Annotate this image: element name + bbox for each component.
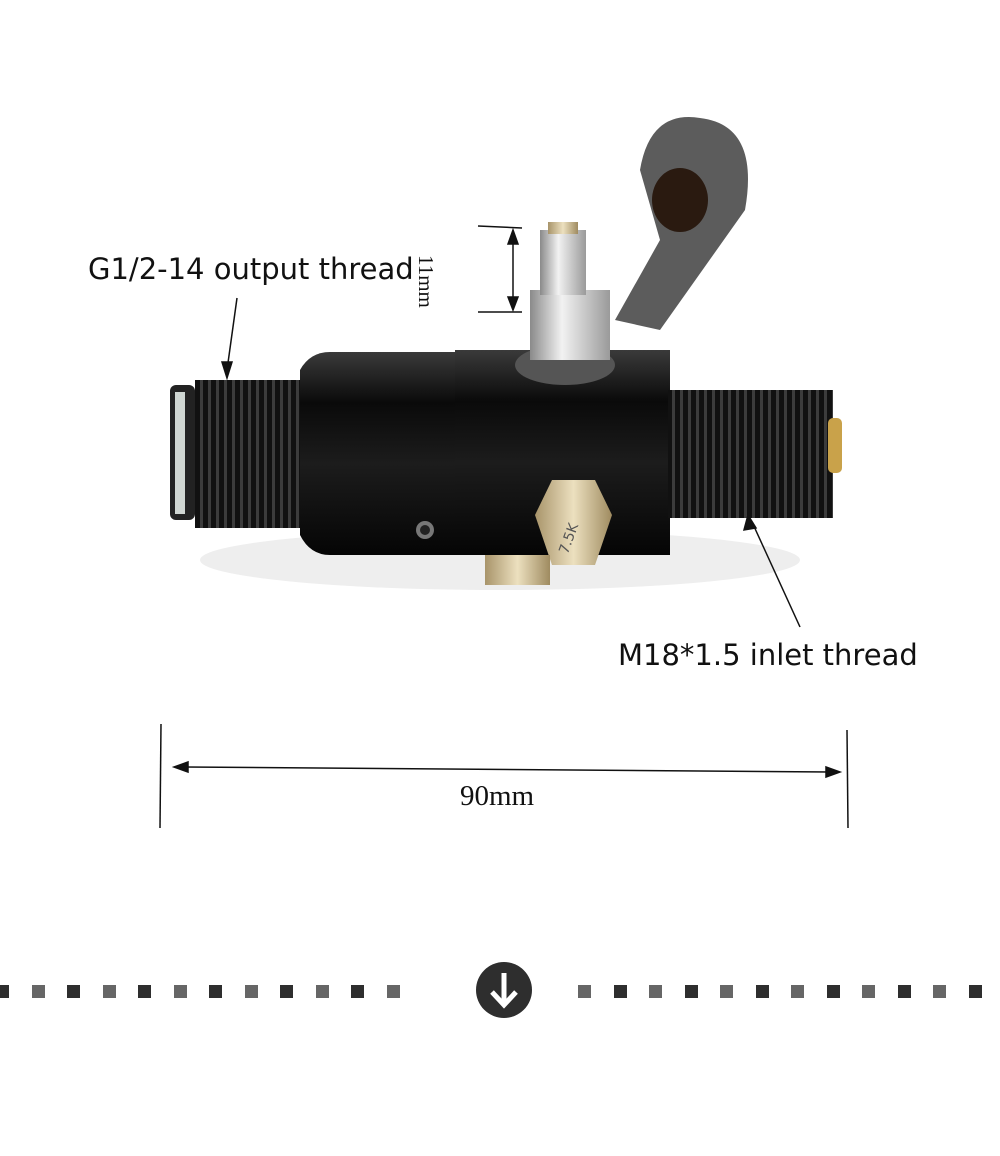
divider-dash	[613, 985, 627, 998]
divider-dash	[31, 985, 45, 998]
divider-dash	[826, 985, 840, 998]
divider-dash	[720, 985, 733, 998]
divider-dash	[862, 985, 875, 998]
quick-disconnect	[530, 290, 610, 360]
divider-dash	[0, 985, 9, 998]
divider-dash	[897, 985, 911, 998]
body-left	[300, 352, 460, 555]
divider-dash	[968, 985, 982, 998]
fitting-height-label: 11mm	[414, 255, 438, 308]
divider-dash	[173, 985, 187, 998]
divider-dash	[244, 985, 258, 998]
divider-dash	[209, 985, 222, 998]
length-label: 90mm	[460, 780, 535, 812]
divider-dash	[684, 985, 698, 998]
divider-dash	[386, 985, 400, 998]
divider-dash	[102, 985, 116, 998]
divider-dash	[67, 985, 80, 998]
inlet-thread	[668, 390, 833, 518]
output-thread-label: G1/2-14 output thread	[88, 252, 414, 286]
divider-dash	[649, 985, 662, 998]
divider-dash	[755, 985, 769, 998]
divider-dash	[791, 985, 804, 998]
divider-dash	[280, 985, 293, 998]
divider-dash	[933, 985, 946, 998]
divider-dash	[315, 985, 329, 998]
output-thread	[195, 380, 305, 528]
inlet-thread-label: M18*1.5 inlet thread	[618, 638, 918, 672]
divider-dash	[578, 985, 591, 998]
gauge-port-plug	[535, 480, 612, 565]
divider-dash	[138, 985, 151, 998]
divider-dash	[351, 985, 364, 998]
